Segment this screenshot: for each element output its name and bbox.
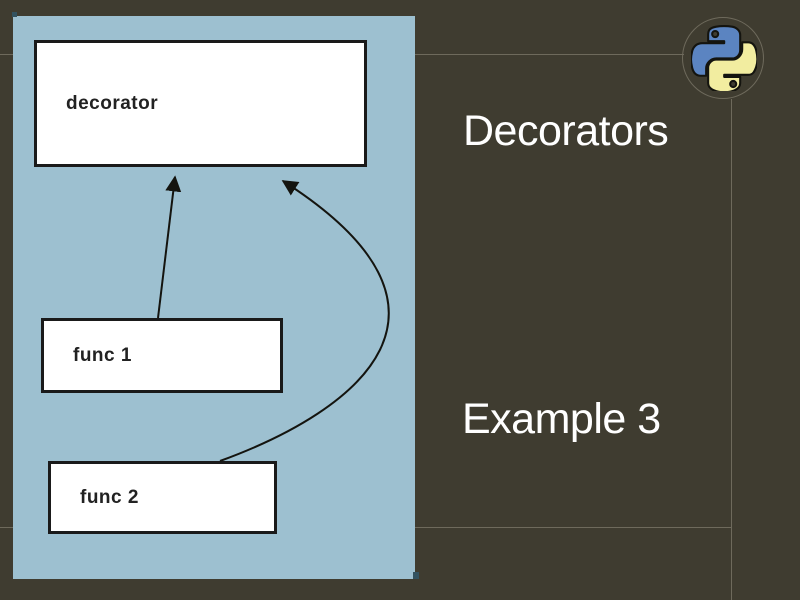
python-logo-icon [691,25,757,91]
frame-vertical-line-right [731,99,732,600]
panel-corner-notch-top-left [12,12,17,17]
diagram-box-decorator-label: decorator [66,92,159,114]
diagram-box-func1-label: func 1 [73,344,132,366]
slide-title: Decorators [463,107,669,155]
slide-subtitle: Example 3 [462,395,661,443]
logo-circle-outline [682,17,764,99]
diagram-box-decorator: decorator [34,40,367,167]
diagram-box-func1: func 1 [41,318,283,393]
panel-corner-notch-bottom-right [413,572,419,579]
diagram-box-func2: func 2 [48,461,277,534]
diagram-box-func2-label: func 2 [80,486,139,508]
